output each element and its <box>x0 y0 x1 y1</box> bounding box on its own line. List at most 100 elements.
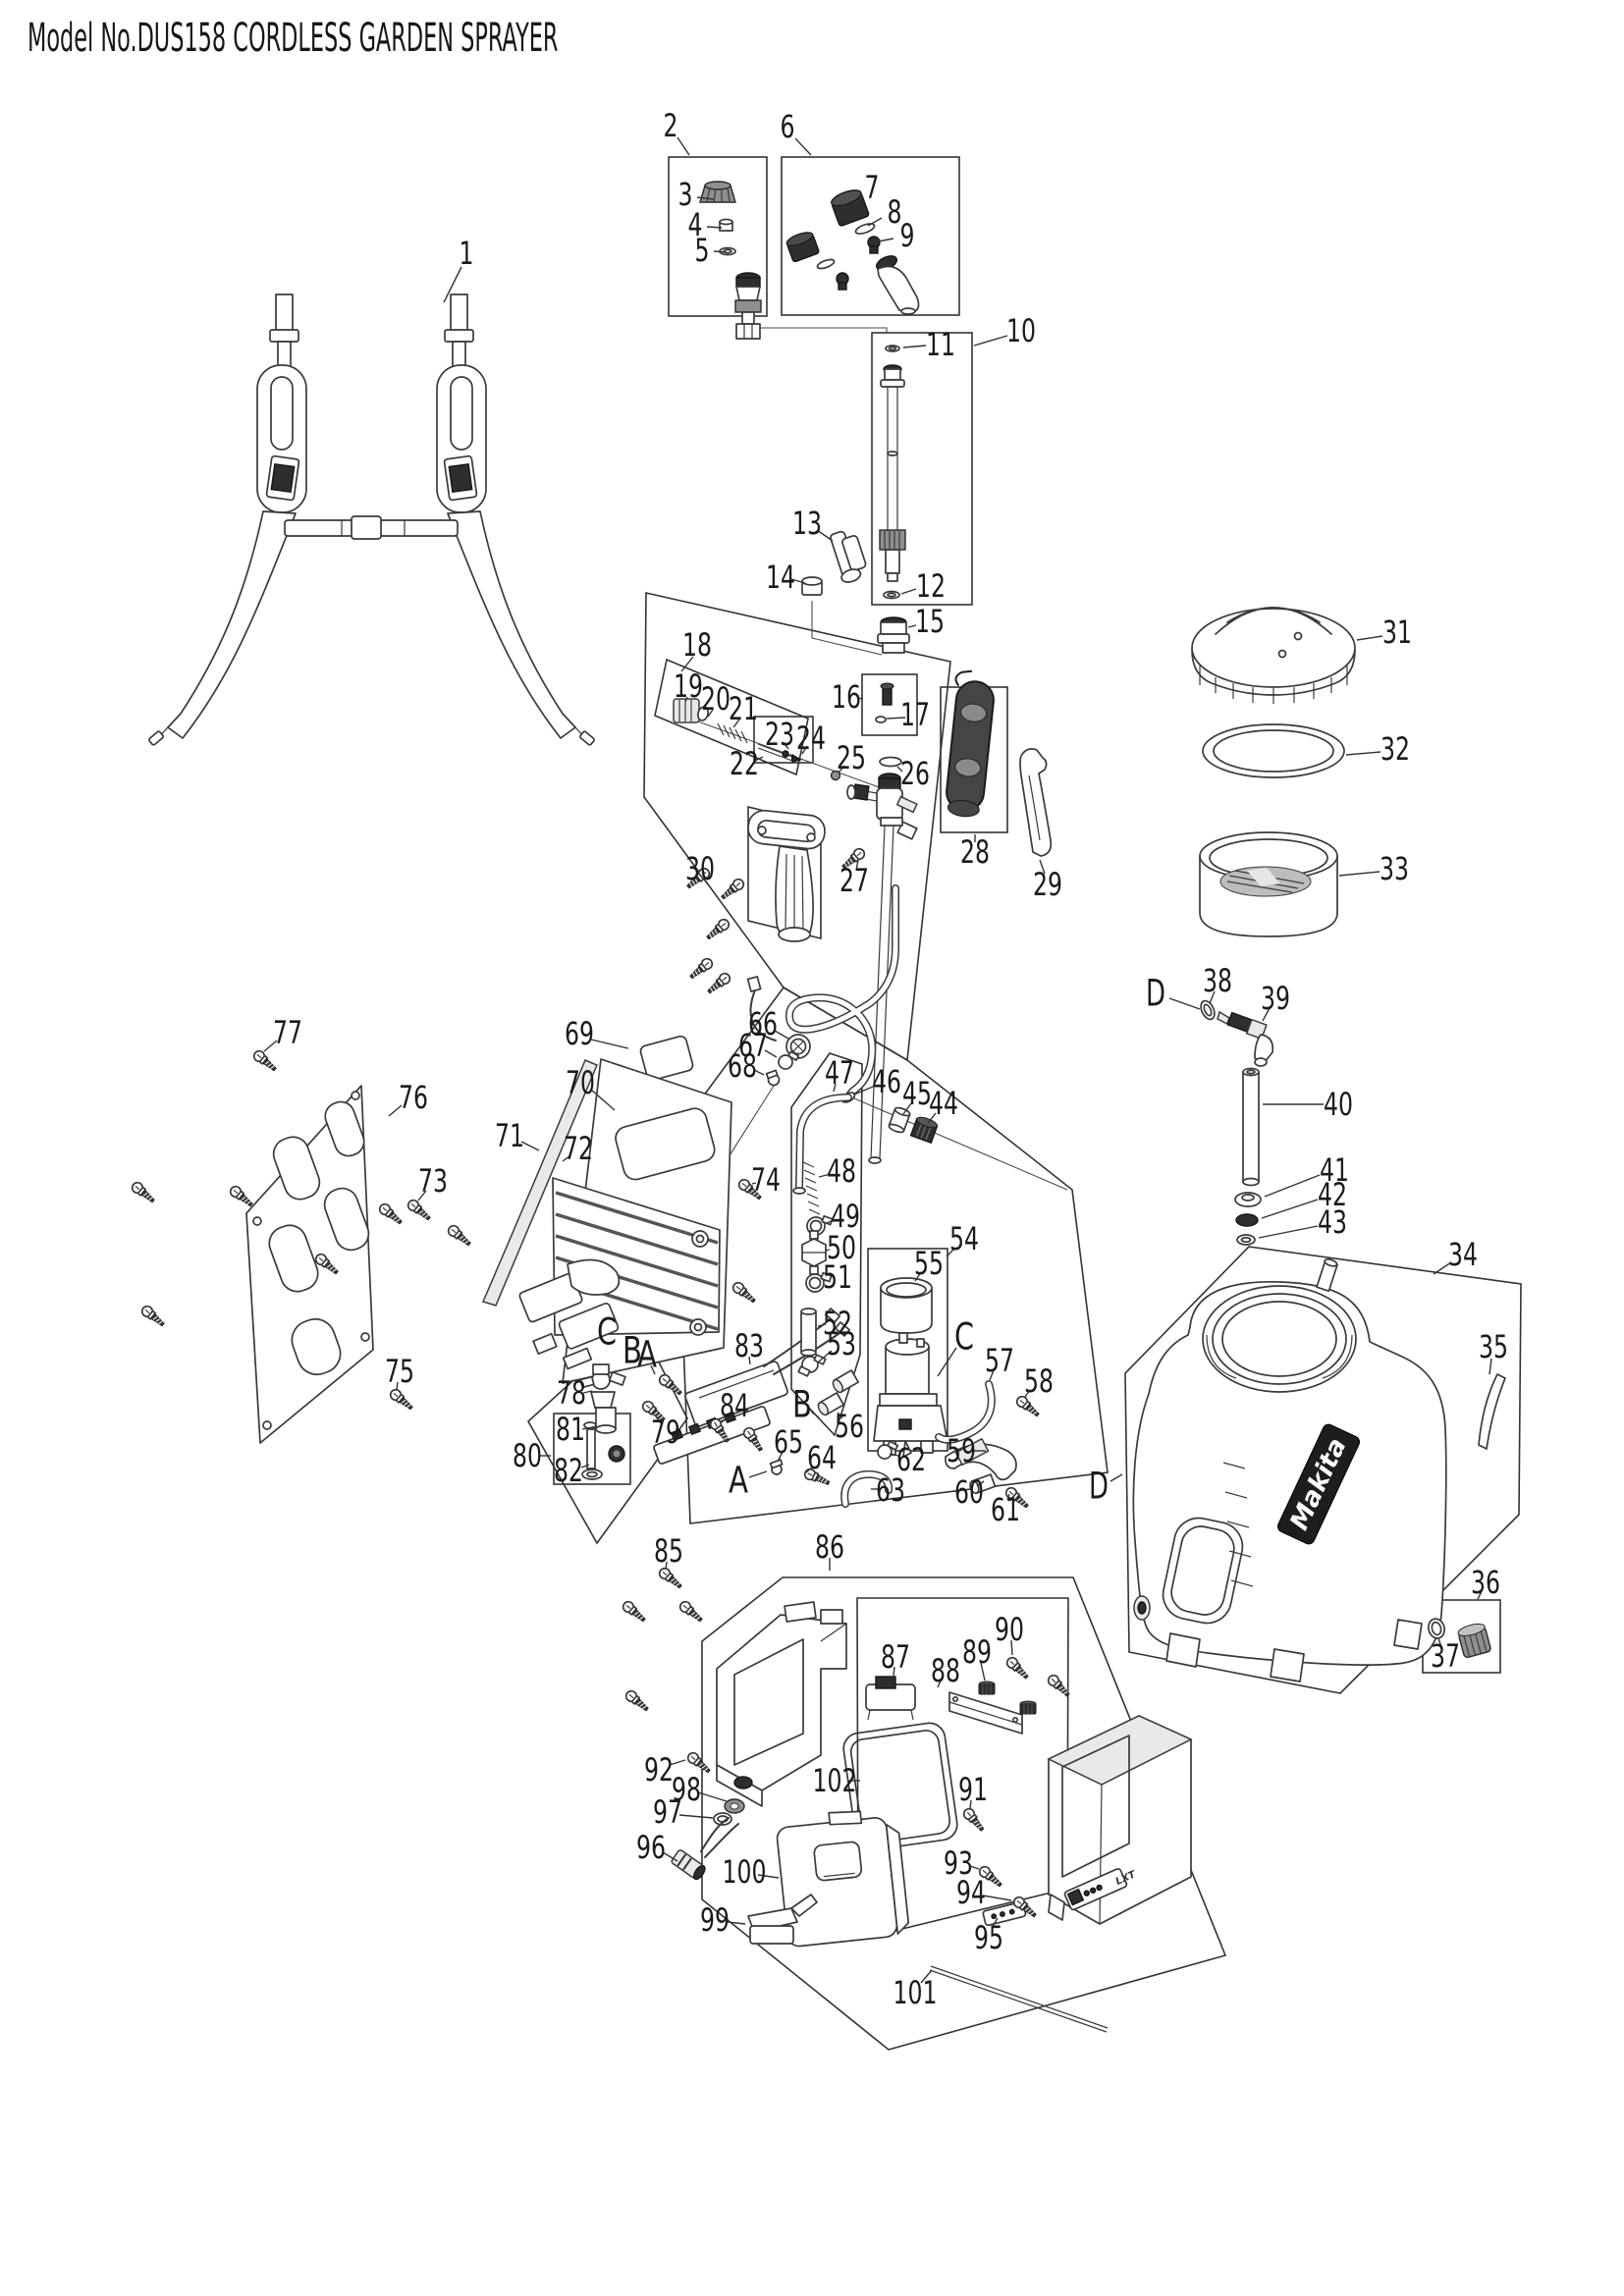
leader-line-15 <box>907 624 917 628</box>
part-label-12: 12 <box>916 567 946 605</box>
leader-line-81 <box>581 1425 598 1430</box>
screw-icon <box>1012 1896 1037 1918</box>
part-label-101: 101 <box>893 1974 938 2011</box>
leader-line-48 <box>818 1173 832 1178</box>
part-strainer <box>1199 831 1338 937</box>
leader-line-60 <box>976 1480 985 1487</box>
part-label-82: 82 <box>554 1452 583 1489</box>
part-label-96: 96 <box>636 1829 666 1866</box>
part-label-97: 97 <box>653 1793 682 1831</box>
part-label-45: 45 <box>902 1075 932 1112</box>
leader-line-43 <box>1258 1225 1319 1239</box>
part-latch-99 <box>747 1894 818 1945</box>
screw-icon <box>229 1185 253 1207</box>
screw-icon <box>721 878 745 900</box>
leader-line-41 <box>1264 1174 1321 1198</box>
part-label-15: 15 <box>915 603 945 640</box>
part-label-16: 16 <box>832 678 861 716</box>
leader-line-7 <box>851 195 864 207</box>
part-label-54: 54 <box>949 1220 979 1257</box>
part-label-87: 87 <box>881 1638 910 1676</box>
leader-line-62 <box>889 1453 899 1457</box>
leader-line-47 <box>833 1083 837 1093</box>
leader-line-29 <box>1039 859 1046 875</box>
screw-icon <box>686 1751 711 1774</box>
leader-line-24 <box>801 745 808 755</box>
leader-line-66 <box>774 1030 789 1040</box>
leader-line-57 <box>989 1369 995 1381</box>
leader-line-100 <box>757 1874 780 1879</box>
part-label-A: A <box>729 1460 748 1502</box>
screw-icon <box>658 1373 682 1396</box>
leader-line-83 <box>748 1356 751 1365</box>
part-rod-101 <box>929 1965 1109 2033</box>
leader-line-52 <box>817 1323 827 1327</box>
leader-line-56 <box>837 1412 843 1419</box>
leader-line-51 <box>824 1279 827 1282</box>
leader-line-91 <box>969 1799 972 1809</box>
group-box-34 <box>1124 1246 1522 1694</box>
screw-icon <box>978 1865 1002 1888</box>
part-label-31: 31 <box>1382 614 1412 651</box>
leader-line-55 <box>914 1271 922 1282</box>
leader-line-42 <box>1261 1199 1319 1219</box>
leader-line-98 <box>697 1791 728 1802</box>
group-box-18 <box>654 658 809 776</box>
part-pump-mount <box>579 1363 626 1434</box>
screw-icon <box>689 957 714 980</box>
leader-line-70 <box>590 1089 616 1111</box>
part-label-22: 22 <box>730 745 759 782</box>
part-label-21: 21 <box>729 690 758 727</box>
part-label-41: 41 <box>1320 1151 1349 1189</box>
part-pump-unit <box>873 1277 948 1458</box>
part-hose-and-regulator <box>746 884 939 1416</box>
part-terminal-plate <box>653 1406 771 1465</box>
construction-line-0 <box>748 316 888 333</box>
part-label-88: 88 <box>931 1652 960 1689</box>
screw-icon <box>686 867 711 889</box>
part-label-98: 98 <box>672 1771 701 1808</box>
group-box-6 <box>781 156 960 316</box>
leader-line-93 <box>969 1865 980 1870</box>
leader-line-45 <box>902 1102 912 1115</box>
part-label-42: 42 <box>1318 1176 1347 1213</box>
screw-icon <box>658 1567 682 1589</box>
part-shoulder-harness <box>148 294 595 746</box>
group-box-10 <box>871 332 973 606</box>
leader-line-50 <box>825 1249 831 1252</box>
part-label-35: 35 <box>1479 1328 1508 1365</box>
leader-line-72 <box>562 1154 571 1162</box>
page-title: Model No.DUS158 CORDLESS GARDEN SPRAYER <box>27 16 559 61</box>
leader-line-64 <box>805 1466 814 1473</box>
leader-line-79 <box>655 1415 662 1424</box>
leader-line-33 <box>1338 871 1380 877</box>
part-label-89: 89 <box>962 1633 992 1671</box>
leader-line-67 <box>764 1049 778 1058</box>
part-label-27: 27 <box>839 862 869 899</box>
part-label-46: 46 <box>872 1063 901 1100</box>
part-label-13: 13 <box>792 505 822 542</box>
leader-line-5 <box>713 250 728 253</box>
part-switch-pad-87 <box>865 1676 916 1721</box>
part-label-48: 48 <box>827 1152 856 1190</box>
part-label-34: 34 <box>1448 1236 1478 1273</box>
part-label-43: 43 <box>1318 1203 1347 1241</box>
leader-line-38 <box>1209 990 1216 1004</box>
part-suction-tube-set <box>1200 999 1274 1246</box>
leader-line-49 <box>826 1219 835 1224</box>
leader-line-90 <box>1010 1639 1013 1656</box>
part-label-20: 20 <box>701 680 731 718</box>
part-label-C: C <box>597 1311 617 1354</box>
part-label-75: 75 <box>385 1353 414 1390</box>
group-box-23-24 <box>753 716 814 764</box>
part-label-65: 65 <box>774 1423 803 1461</box>
leader-line-75 <box>396 1381 399 1391</box>
part-label-63: 63 <box>876 1471 905 1509</box>
part-label-D: D <box>1089 1466 1109 1508</box>
part-label-67: 67 <box>738 1027 768 1064</box>
part-label-51: 51 <box>823 1258 852 1296</box>
part-label-66: 66 <box>748 1005 778 1042</box>
part-label-95: 95 <box>974 1919 1003 1956</box>
part-label-83: 83 <box>734 1327 764 1364</box>
